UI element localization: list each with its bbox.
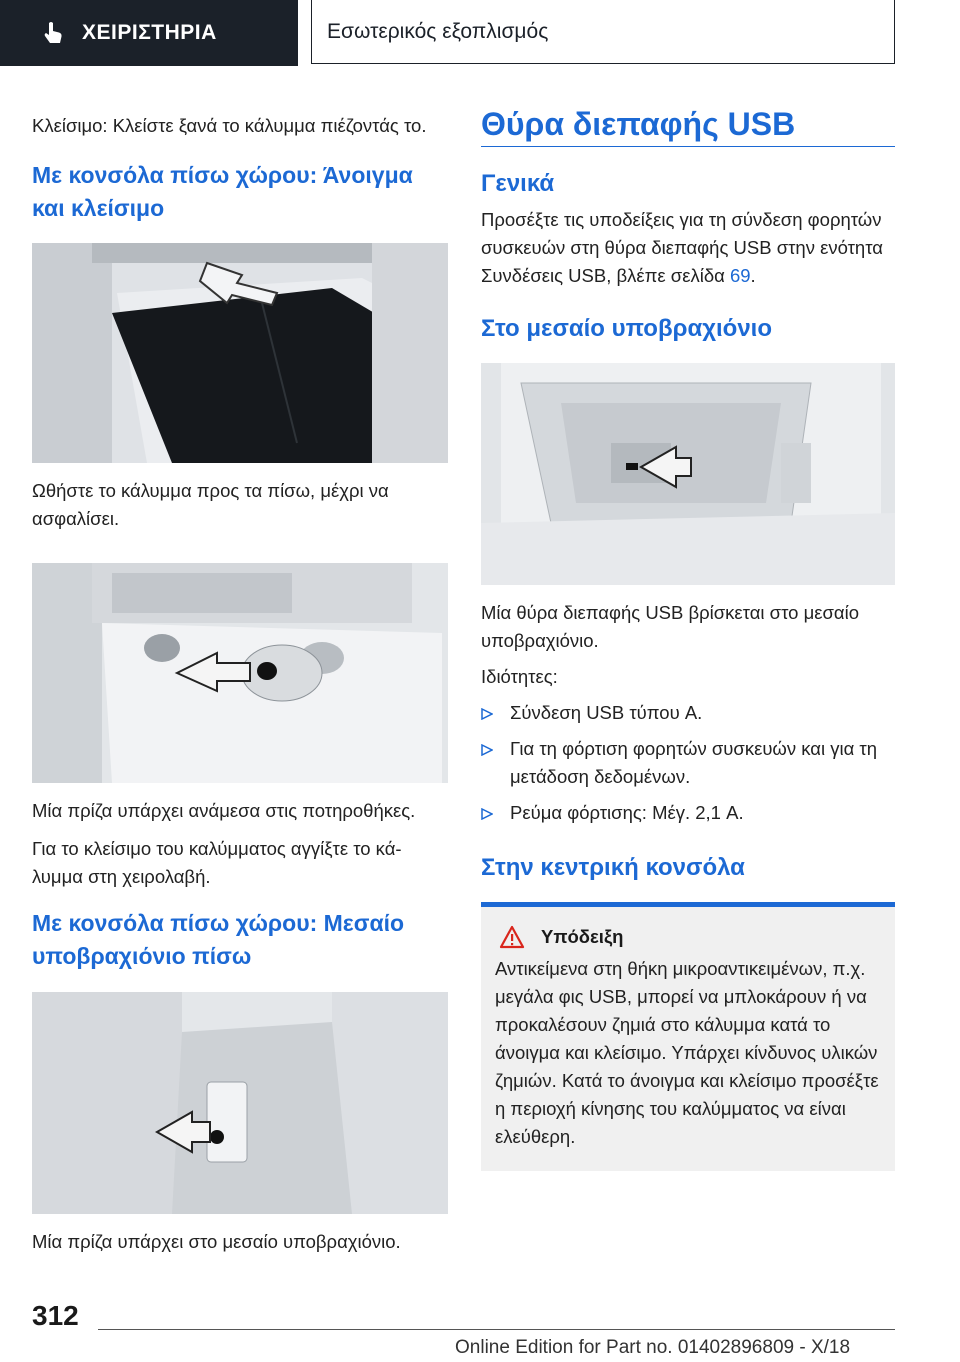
section-tab[interactable]: ΧΕΙΡΙΣΤΗΡΙΑ xyxy=(0,0,298,66)
note-header: Υπόδειξη xyxy=(495,925,881,949)
general-heading: Γενικά xyxy=(481,170,555,197)
section-heading-rear-console-open-close: Με κονσόλα πίσω χώρου: Άνοιγμα και κλείσ… xyxy=(32,162,413,221)
list-item: Σύνδεση USB τύπου A. xyxy=(481,699,895,727)
chapter-tab-label: Εσωτερικός εξοπλισμός xyxy=(327,19,549,43)
list-item: Ρεύμα φόρτισης: Μέγ. 2,1 A. xyxy=(481,799,895,827)
list-item: Για τη φόρτιση φορητών συσκευών και για … xyxy=(481,735,895,791)
section-heading-rear-armrest: Με κονσόλα πίσω χώρου: Μεσαίο υποβραχιόν… xyxy=(32,910,405,969)
triangle-bullet-icon xyxy=(481,808,493,820)
rear-armrest-socket-image xyxy=(32,992,448,1214)
properties-list: Σύνδεση USB τύπου A. Για τη φόρτιση φορη… xyxy=(481,699,895,827)
triangle-bullet-icon xyxy=(481,744,493,756)
chapter-tab[interactable]: Εσωτερικός εξοπλισμός xyxy=(311,0,895,64)
front-armrest-usb-image xyxy=(481,363,895,585)
cupholder-socket-image xyxy=(32,563,448,783)
close-cover-instruction: Για το κλείσιμο του καλύμματος αγγίξτε τ… xyxy=(32,838,402,887)
triangle-bullet-icon xyxy=(481,708,493,720)
usb-title-block: Θύρα διεπαφής USB xyxy=(481,104,895,147)
rear-console-cover-image xyxy=(32,243,448,463)
console-heading: Στην κεντρική κονσόλα xyxy=(481,854,745,881)
page-header: ΧΕΙΡΙΣΤΗΡΙΑ Εσωτερικός εξοπλισμός xyxy=(0,0,895,66)
note-box: Υπόδειξη Αντικείμενα στη θήκη μικροαντικ… xyxy=(481,902,895,1171)
page-number: 312 xyxy=(32,1300,79,1331)
general-text: Προσέξτε τις υποδείξεις για τη σύνδεση φ… xyxy=(481,209,883,286)
page-link[interactable]: 69 xyxy=(729,265,751,286)
footer-divider xyxy=(98,1329,895,1330)
left-column: Κλείσιμο: Κλείστε ξανά το κάλυμμα πιέζον… xyxy=(32,100,448,1256)
properties-label: Ιδιότητες: xyxy=(481,666,558,687)
push-cover-caption: Ωθήστε το κάλυμμα προς τα πίσω, μέχρι να… xyxy=(32,480,389,529)
armrest-socket-caption: Μία πρίζα υπάρχει στο μεσαίο υποβραχιόνι… xyxy=(32,1231,401,1252)
close-instruction: Κλείσιμο: Κλείστε ξανά το κάλυμμα πιέζον… xyxy=(32,115,427,136)
section-tab-label: ΧΕΙΡΙΣΤΗΡΙΑ xyxy=(82,21,217,44)
hand-pointer-icon xyxy=(40,20,66,46)
page-title: Θύρα διεπαφής USB xyxy=(481,106,796,142)
note-text: Αντικείμενα στη θήκη μικροαντικειμένων, … xyxy=(495,958,879,1147)
armrest-heading: Στο μεσαίο υποβραχιόνιο xyxy=(481,315,773,342)
cupholder-socket-caption: Μία πρίζα υπάρχει ανάμεσα στις ποτηροθήκ… xyxy=(32,800,416,821)
armrest-usb-caption: Μία θύρα διεπαφής USB βρίσκεται στο μεσα… xyxy=(481,602,859,651)
edition-info: Online Edition for Part no. 01402896809 … xyxy=(455,1337,851,1358)
right-column: Θύρα διεπαφής USB Γενικά Προσέξτε τις υπ… xyxy=(481,100,895,1171)
note-title: Υπόδειξη xyxy=(541,926,624,947)
warning-triangle-icon xyxy=(499,925,525,949)
